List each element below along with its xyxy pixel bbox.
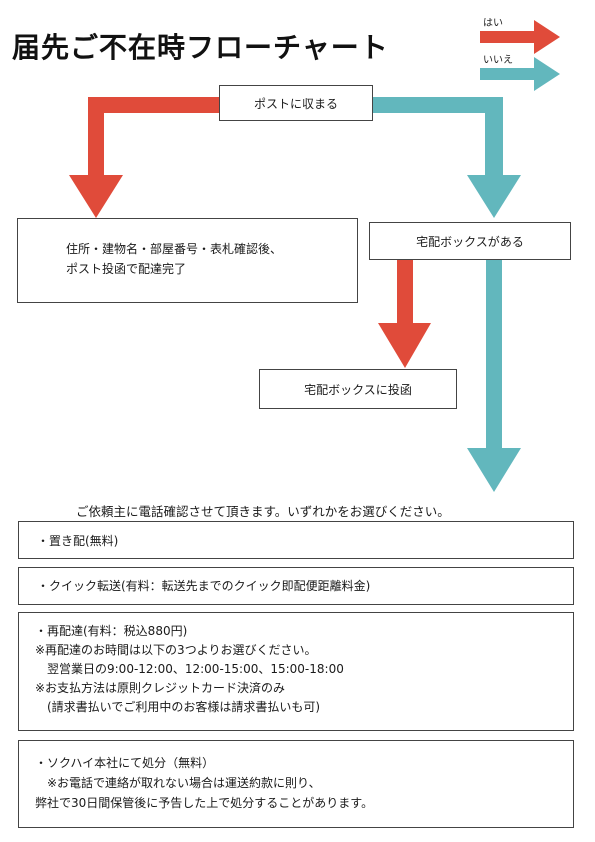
option-dispose-line-3: 弊社で30日間保管後に予告した上で処分することがあります。: [35, 796, 374, 810]
option-dispose: ・ソクハイ本社にて処分（無料） ※お電話で連絡が取れない場合は運送約款に則り、 …: [18, 740, 574, 828]
node-post-done-line-2: ポスト投函で配達完了: [66, 262, 187, 276]
no-arrow-phone: [467, 260, 521, 492]
node-start-label: ポストに収まる: [253, 96, 338, 111]
phone-confirm-instruction: ご依頼主に電話確認させて頂きます。いずれかをお選びください。: [76, 504, 450, 519]
node-delivery-box-question-label: 宅配ボックスがある: [416, 234, 524, 249]
option-quick-transfer-line: ・クイック転送(有料：転送先までのクイック即配便距離料金): [37, 579, 371, 593]
option-redelivery: ・再配達(有料：税込880円) ※再配達のお時間は以下の3つよりお選びください。…: [18, 612, 574, 731]
option-leave-at-door: ・置き配(無料): [18, 521, 574, 559]
node-delivery-box-done: 宅配ボックスに投函: [259, 369, 457, 409]
option-redelivery-line-1: ・再配達(有料：税込880円): [35, 624, 188, 638]
yes-arrow-post: [69, 97, 225, 218]
option-dispose-line-1: ・ソクハイ本社にて処分（無料）: [35, 756, 215, 770]
option-redelivery-line-5: (請求書払いでご利用中のお客様は請求書払いも可): [35, 700, 321, 714]
legend-no-label: いいえ: [483, 55, 513, 66]
node-start: ポストに収まる: [219, 85, 373, 121]
option-redelivery-line-2: ※再配達のお時間は以下の3つよりお選びください。: [35, 643, 317, 657]
option-redelivery-line-4: ※お支払方法は原則クレジットカード決済のみ: [35, 681, 286, 695]
option-quick-transfer: ・クイック転送(有料：転送先までのクイック即配便距離料金): [18, 567, 574, 605]
page-title: 届先ご不在時フローチャート: [12, 31, 389, 64]
legend-yes-label: はい: [483, 18, 503, 29]
node-delivery-box-done-label: 宅配ボックスに投函: [304, 382, 412, 397]
legend-no-arrow: [480, 57, 560, 91]
yes-arrow-delivery-box: [378, 260, 431, 368]
legend-yes-arrow: [480, 20, 560, 54]
option-leave-at-door-line: ・置き配(無料): [37, 534, 119, 548]
option-redelivery-line-3: 翌営業日の9:00-12:00、12:00-15:00、15:00-18:00: [35, 662, 344, 676]
node-post-done: 住所・建物名・部屋番号・表札確認後、 ポスト投函で配達完了: [17, 218, 358, 303]
no-arrow-delivery-box: [372, 97, 521, 218]
option-dispose-line-2: ※お電話で連絡が取れない場合は運送約款に則り、: [35, 776, 321, 790]
node-post-done-line-1: 住所・建物名・部屋番号・表札確認後、: [66, 242, 283, 256]
node-delivery-box-question: 宅配ボックスがある: [369, 222, 571, 260]
